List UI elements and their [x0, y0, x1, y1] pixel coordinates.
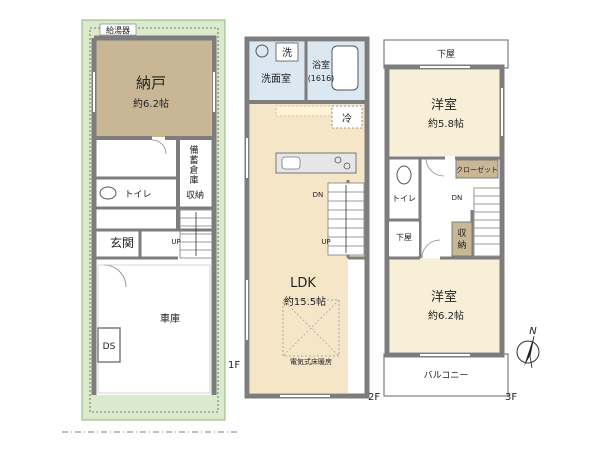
ldk-area — [250, 104, 366, 393]
stove-burner — [343, 162, 351, 170]
door-arc — [421, 239, 441, 259]
closet-label-1f: 収納 — [186, 189, 204, 201]
lower-roof-top-label: 下屋 — [437, 49, 455, 60]
western-room-2-size: 約6.2帖 — [428, 309, 464, 322]
stairs-2f — [327, 182, 365, 256]
fridge-box — [331, 105, 363, 129]
bathroom-size: (1616) — [308, 74, 335, 83]
floor-1: 給湯器 納戸 約6.2帖 備 蓄 倉 庫 トイレ 収納 玄関 UP 車庫 DS … — [81, 19, 240, 421]
water-heater-box — [99, 23, 137, 36]
stockroom-label-2: 蓄 — [189, 154, 198, 166]
compass-needle — [524, 336, 534, 366]
bathtub — [331, 45, 359, 91]
toilet-fixture-3f — [396, 165, 412, 185]
closet-3f-box — [451, 221, 473, 257]
floor-heating-label: 電気式床暖房 — [290, 357, 332, 366]
western-room-1-area — [390, 70, 500, 156]
ds-box — [97, 327, 121, 363]
bathroom-label: 浴室 — [312, 59, 330, 71]
kitchen-sink — [281, 156, 301, 170]
closet-set-box — [455, 159, 499, 179]
closet-3f-label-1: 収 — [457, 227, 466, 239]
property-line — [89, 27, 219, 413]
floor-heating-area — [282, 299, 340, 357]
ds-label: DS — [103, 342, 116, 352]
floor-heating-cross — [282, 299, 340, 357]
wash-basin — [255, 44, 269, 58]
floor-2: 洗 洗面室 浴室 (1616) 冷 DN UP LDK 約15.5帖 電気式床暖… — [244, 36, 380, 403]
floor-heating-cross — [282, 299, 340, 357]
garage-label: 車庫 — [160, 312, 180, 325]
compass: N — [516, 326, 540, 369]
stockroom-label-3: 倉 — [189, 164, 198, 176]
toilet-fixture — [99, 186, 117, 200]
washroom-label: 洗面室 — [261, 72, 291, 85]
compass-ring — [516, 340, 540, 364]
stockroom-label-1: 備 — [189, 144, 198, 156]
fridge-label: 冷 — [342, 112, 352, 125]
wash-symbol: 洗 — [282, 47, 292, 59]
dn-label-3f: DN — [452, 194, 463, 202]
upper-cabinet — [275, 105, 333, 117]
storage-room-size: 約6.2帖 — [133, 97, 169, 110]
closet-set-label: クローゼット — [456, 165, 498, 174]
door-arc — [425, 157, 445, 177]
floor-2-label: 2F — [368, 392, 380, 403]
storage-room-label: 納戸 — [136, 74, 166, 92]
up-label-2f: UP — [321, 238, 330, 246]
up-label-1f: UP — [171, 238, 180, 246]
toilet-label-1f: トイレ — [124, 190, 151, 200]
water-heater-label: 給湯器 — [106, 25, 130, 35]
door-arc — [151, 139, 167, 155]
western-room-2-label: 洋室 — [431, 289, 457, 305]
floor-1-label: 1F — [228, 360, 240, 371]
western-room-2-area — [390, 258, 500, 352]
stairs-1f — [179, 209, 213, 259]
ldk-label: LDK — [290, 276, 316, 291]
compass-north-label: N — [529, 326, 537, 337]
compass-needle-tail — [529, 335, 535, 369]
floor-3-label: 3F — [505, 392, 517, 403]
balcony-label: バルコニー — [424, 370, 469, 381]
ldk-size: 約15.5帖 — [284, 295, 326, 308]
entrance-label: 玄関 — [110, 235, 134, 250]
washer-box — [275, 42, 299, 62]
lower-roof-left-label: 下屋 — [396, 233, 412, 242]
stove-burner — [334, 156, 342, 164]
stairs-3f — [473, 187, 501, 257]
floor-3: 下屋 洋室 約5.8帖 クローゼット トイレ DN 下屋 収 納 洋室 約6.2… — [383, 39, 517, 403]
closet-3f-label-2: 納 — [457, 239, 466, 251]
lower-roof-left-area — [389, 222, 419, 256]
toilet-label-3f: トイレ — [392, 194, 416, 203]
western-room-1-size: 約5.8帖 — [428, 117, 464, 130]
western-room-1-label: 洋室 — [431, 97, 457, 113]
balcony-area — [383, 353, 509, 397]
dn-label-2f: DN — [313, 191, 324, 199]
stockroom-label-4: 庫 — [189, 174, 198, 186]
storage-room — [96, 40, 211, 137]
